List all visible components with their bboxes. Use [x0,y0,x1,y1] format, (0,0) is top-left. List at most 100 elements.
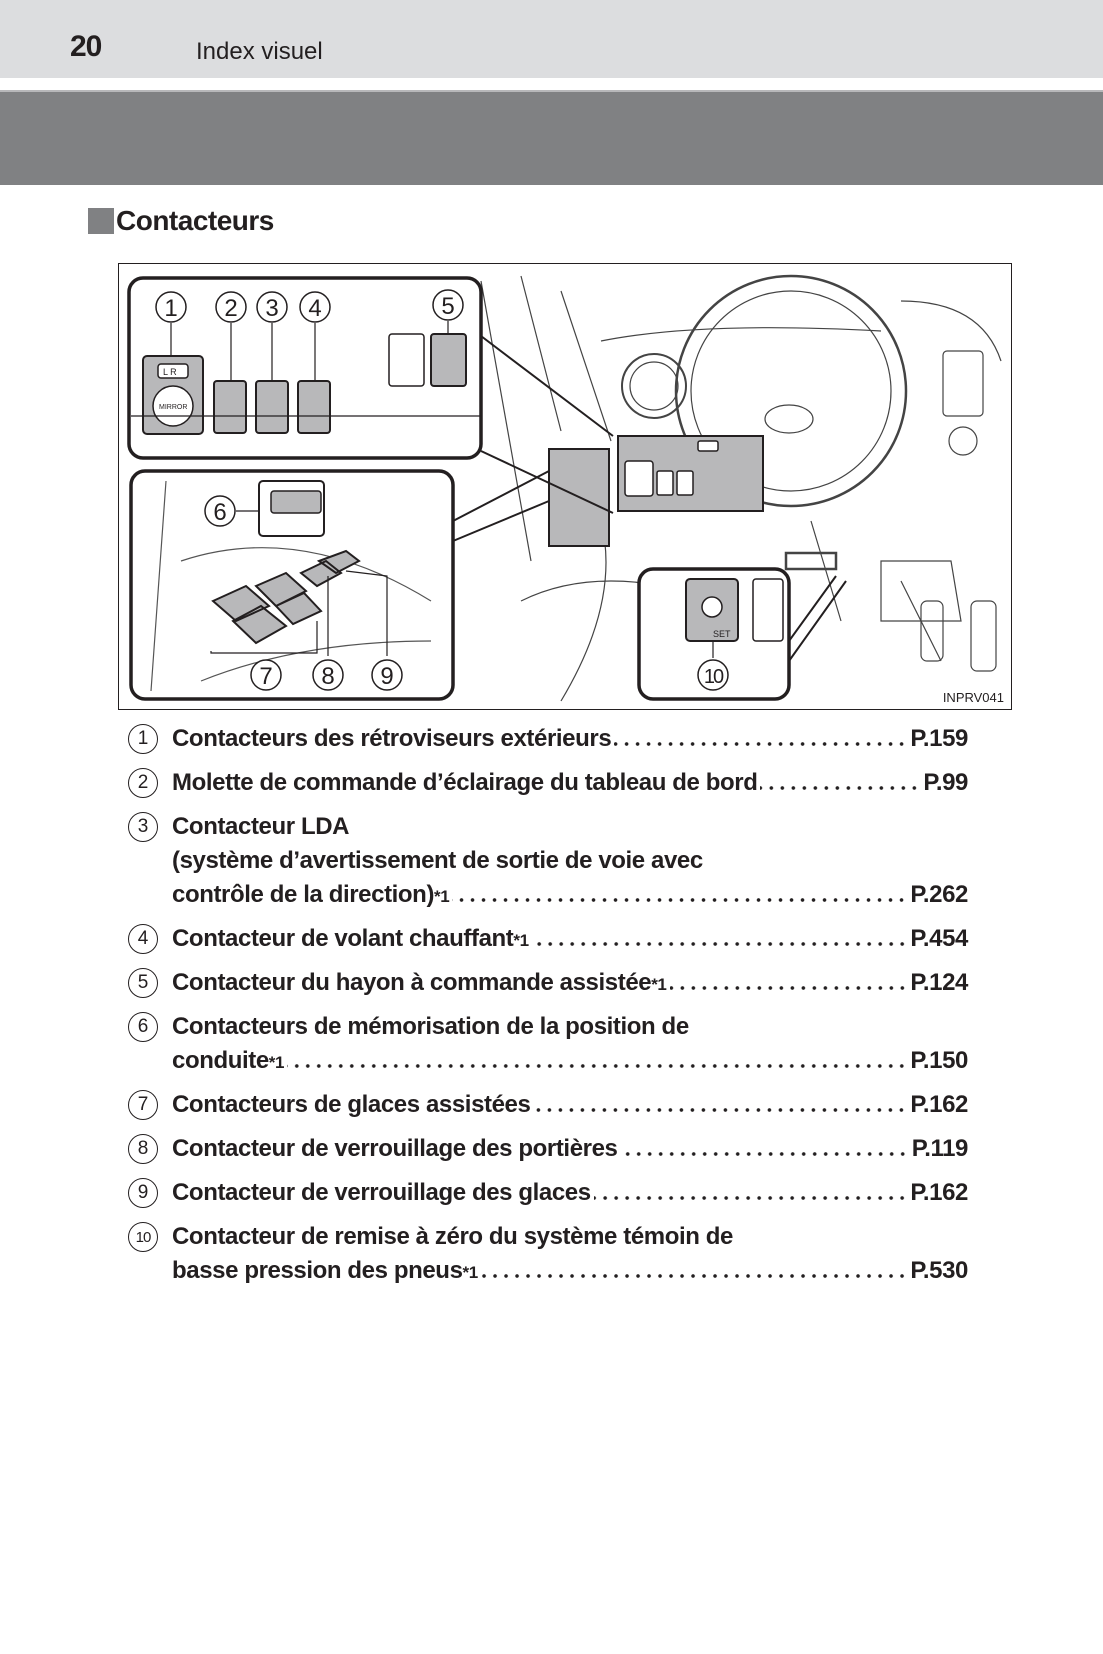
page-reference: P.124 [910,969,968,996]
item-number-badge: 2 [128,768,158,798]
item-text-line: Contacteur de remise à zéro du système t… [172,1223,733,1250]
item-row: Contacteur du hayon à commande assistée*… [172,966,968,1000]
dot-leader [287,1062,908,1070]
page-reference: P.262 [910,881,968,908]
item-row: Contacteur de verrouillage des portières… [172,1132,968,1166]
callout-3: 3 [256,291,288,323]
item-number-badge: 4 [128,924,158,954]
callout-10: 10 [697,659,729,691]
item-text: Contacteurs des rétroviseurs extérieurs P… [172,722,968,756]
header-title: Index visuel [196,38,323,65]
item-text-line: Contacteurs de mémorisation de la positi… [172,1013,689,1040]
switch-list: 1 Contacteurs des rétroviseurs extérieurs… [128,722,968,1298]
item-number-badge: 10 [128,1222,158,1252]
page-header: 20 Index visuel [0,0,1103,78]
item-number-badge: 1 [128,724,158,754]
item-row: Contacteurs de glaces assistées P.162 [172,1088,968,1122]
switches-illustration: L R MIRROR SET 1 2 3 4 5 6 7 8 9 10 INPR… [118,263,1012,710]
item-text: Contacteur de verrouillage des portières… [172,1132,968,1166]
list-item: 1 Contacteurs des rétroviseurs extérieurs… [128,722,968,756]
callout-4: 4 [299,291,331,323]
lr-label: L R [163,367,177,377]
item-label: Contacteurs de glaces assistées [172,1091,531,1118]
item-number-badge: 9 [128,1178,158,1208]
list-item: 2 Molette de commande d’éclairage du tabl… [128,766,968,800]
page-reference: P.150 [910,1047,968,1074]
item-label: Molette de commande d’éclairage du table… [172,769,758,796]
item-text-line: (système d’avertissement de sortie de vo… [172,847,703,874]
page-number: 20 [70,30,102,63]
callout-7: 7 [250,659,282,691]
callout-4-label: 4 [308,295,321,322]
page-reference: P.159 [910,725,968,752]
item-text: Contacteurs de glaces assistées P.162 [172,1088,968,1122]
dot-leader [531,940,908,948]
section-title: Contacteurs [116,205,274,236]
item-text: Contacteur de verrouillage des glaces P.1… [172,1176,968,1210]
item-number-badge: 3 [128,812,158,842]
dot-leader [669,984,908,992]
item-label: Contacteur de verrouillage des glaces [172,1179,591,1206]
page-reference: P.162 [910,1179,968,1206]
section-marker-icon [88,208,114,234]
item-number-badge: 7 [128,1090,158,1120]
callout-1: 1 [155,291,187,323]
callout-5-label: 5 [441,293,454,320]
list-item: 10 Contacteur de remise à zéro du système… [128,1220,968,1288]
item-number-badge: 6 [128,1012,158,1042]
figure-code: INPRV041 [943,690,1004,705]
item-number-badge: 5 [128,968,158,998]
list-item: 6 Contacteurs de mémorisation de la posit… [128,1010,968,1078]
dot-leader [452,896,908,904]
item-number-badge: 8 [128,1134,158,1164]
dot-leader [480,1272,908,1280]
item-label: Contacteur de volant chauffant [172,925,514,952]
callout-2-label: 2 [224,295,237,322]
dot-leader [760,784,921,792]
dot-leader [614,740,908,748]
page-reference: P.99 [923,769,968,796]
item-row: Molette de commande d’éclairage du table… [172,766,968,800]
item-text: Contacteurs de mémorisation de la positi… [172,1010,968,1078]
callout-9-label: 9 [380,663,393,690]
callout-9: 9 [371,659,403,691]
item-row: Contacteur de verrouillage des glaces P.1… [172,1176,968,1210]
dashboard-drawing [480,274,1002,702]
callout-5: 5 [432,289,464,321]
list-item: 9 Contacteur de verrouillage des glaces P.… [128,1176,968,1210]
page-reference: P.119 [911,1135,969,1162]
mirror-label: MIRROR [159,404,187,411]
page-reference: P.530 [910,1257,968,1284]
dot-leader [593,1194,908,1202]
item-label: contrôle de la direction) [172,881,435,908]
callout-10-label: 10 [704,666,724,688]
dot-leader [533,1106,908,1114]
section-heading: Contacteurs [88,205,274,237]
dot-leader [620,1150,909,1158]
callout-6: 6 [204,495,236,527]
item-label: Contacteur de verrouillage des portières [172,1135,618,1162]
callout-7-label: 7 [259,663,272,690]
item-label: Contacteur du hayon à commande assistée [172,969,652,996]
item-label: Contacteurs des rétroviseurs extérieurs [172,725,612,752]
callout-8: 8 [312,659,344,691]
item-text: Contacteur de remise à zéro du système t… [172,1220,968,1288]
list-item: 8 Contacteur de verrouillage des portière… [128,1132,968,1166]
item-label: conduite [172,1047,269,1074]
page-reference: P.454 [910,925,968,952]
set-label: SET [713,629,731,639]
header-band [0,90,1103,185]
page-reference: P.162 [910,1091,968,1118]
callout-1-label: 1 [164,295,177,322]
item-row: Contacteurs des rétroviseurs extérieurs P… [172,722,968,756]
item-label: basse pression des pneus [172,1257,463,1284]
list-item: 5 Contacteur du hayon à commande assistée… [128,966,968,1000]
list-item: 7 Contacteurs de glaces assistées P.162 [128,1088,968,1122]
